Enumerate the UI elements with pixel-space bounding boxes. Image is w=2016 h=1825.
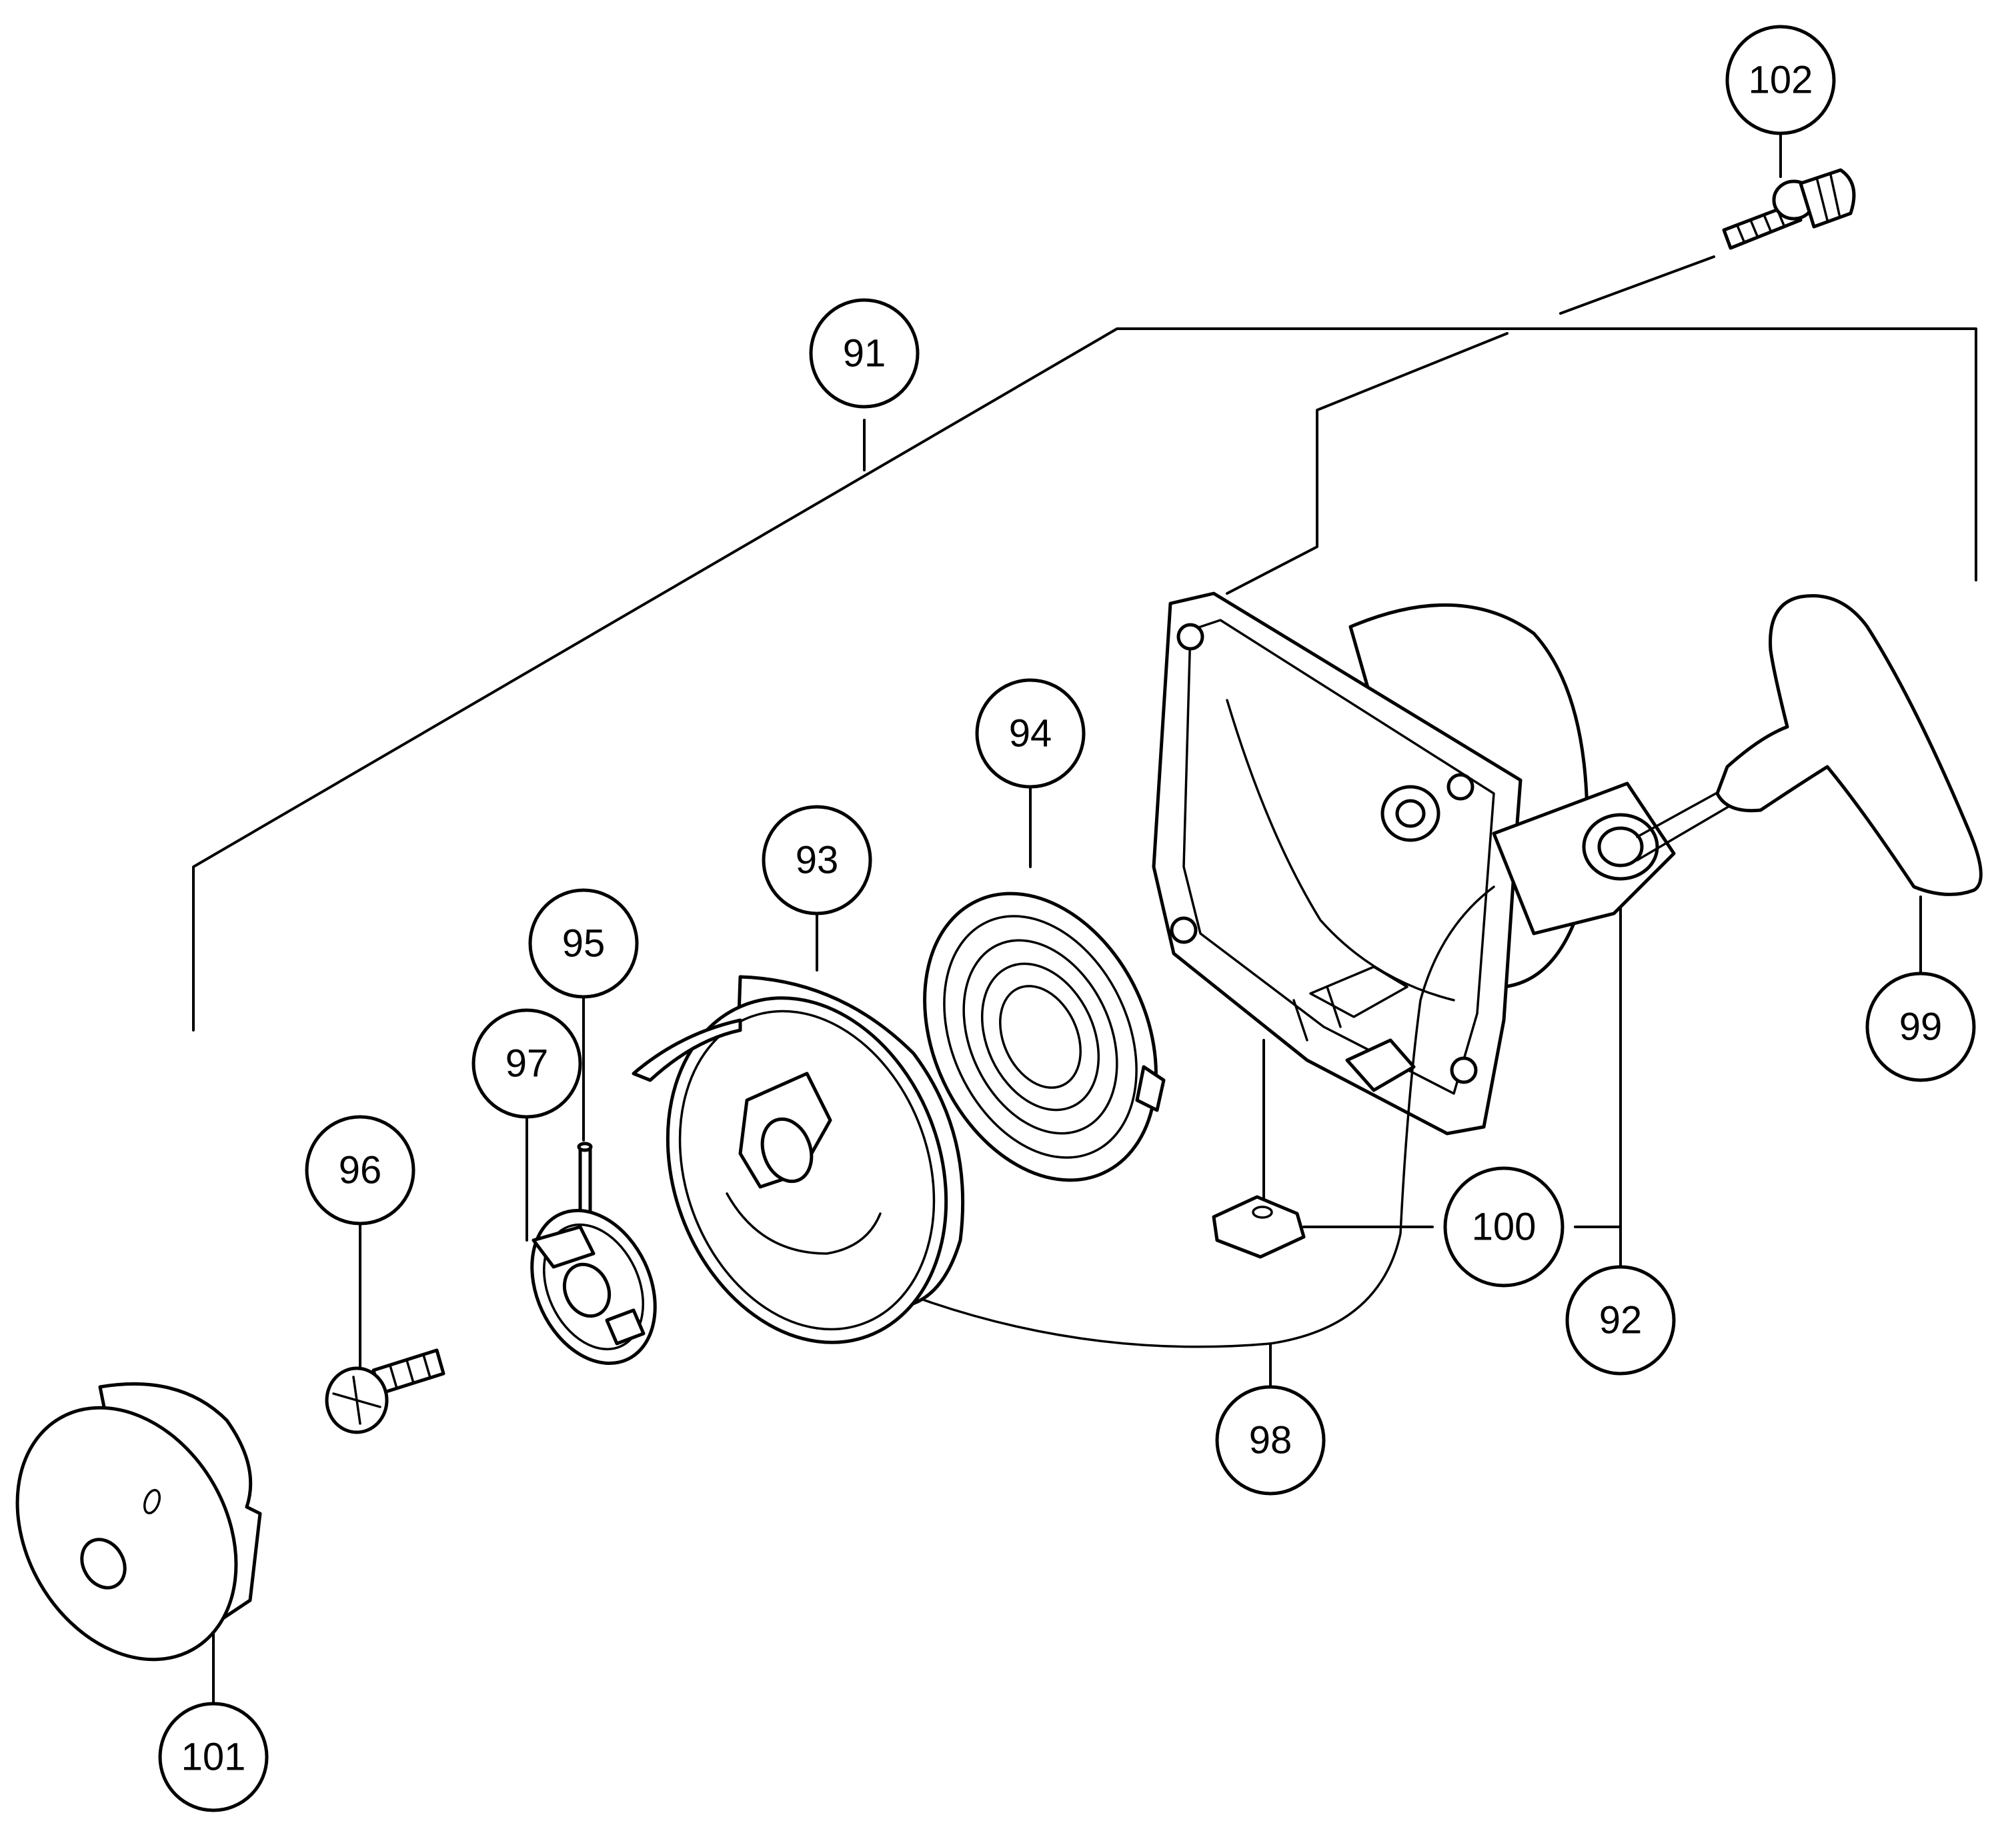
part-93-reel xyxy=(632,975,965,1344)
callout-label-97: 97 xyxy=(506,1042,549,1086)
callout-101: 101 xyxy=(158,1702,269,1812)
callout-label-102: 102 xyxy=(1749,59,1813,102)
callout-label-96: 96 xyxy=(339,1149,382,1192)
callout-label-93: 93 xyxy=(796,839,839,882)
callout-label-101: 101 xyxy=(181,1736,246,1779)
callout-label-95: 95 xyxy=(562,922,606,966)
callout-97: 97 xyxy=(471,1008,582,1119)
callout-label-92: 92 xyxy=(1599,1299,1643,1342)
part-102-screw xyxy=(1722,168,1856,250)
callout-label-91: 91 xyxy=(843,332,886,375)
part-96-bolt xyxy=(325,1348,445,1434)
callout-99: 99 xyxy=(1865,972,1976,1082)
callout-label-99: 99 xyxy=(1899,1006,1943,1049)
callout-96: 96 xyxy=(305,1115,415,1226)
part-101-hub xyxy=(15,1382,262,1662)
callout-98: 98 xyxy=(1215,1385,1326,1496)
leader-housing xyxy=(1226,332,1508,595)
callout-94: 94 xyxy=(975,678,1086,789)
part-99-handle xyxy=(1636,593,1983,896)
part-97-ratchet xyxy=(530,1208,657,1366)
part-94-spring xyxy=(923,891,1166,1182)
leader-lines xyxy=(192,117,1977,1708)
bracket-91 xyxy=(192,327,1977,1032)
part-100-nut xyxy=(1212,1195,1306,1259)
callout-92: 92 xyxy=(1565,1265,1676,1376)
callout-label-94: 94 xyxy=(1009,712,1052,755)
callout-93: 93 xyxy=(762,805,872,916)
callout-100: 100 xyxy=(1443,1166,1565,1288)
callout-91: 91 xyxy=(809,298,920,409)
callout-label-100: 100 xyxy=(1472,1206,1537,1249)
callout-102: 102 xyxy=(1725,25,1836,135)
leader-102-screw xyxy=(1559,255,1715,315)
part-92-housing xyxy=(1152,591,1676,1136)
callout-label-98: 98 xyxy=(1249,1419,1292,1462)
part-98-cord xyxy=(896,885,1495,1348)
callout-95: 95 xyxy=(528,888,639,999)
